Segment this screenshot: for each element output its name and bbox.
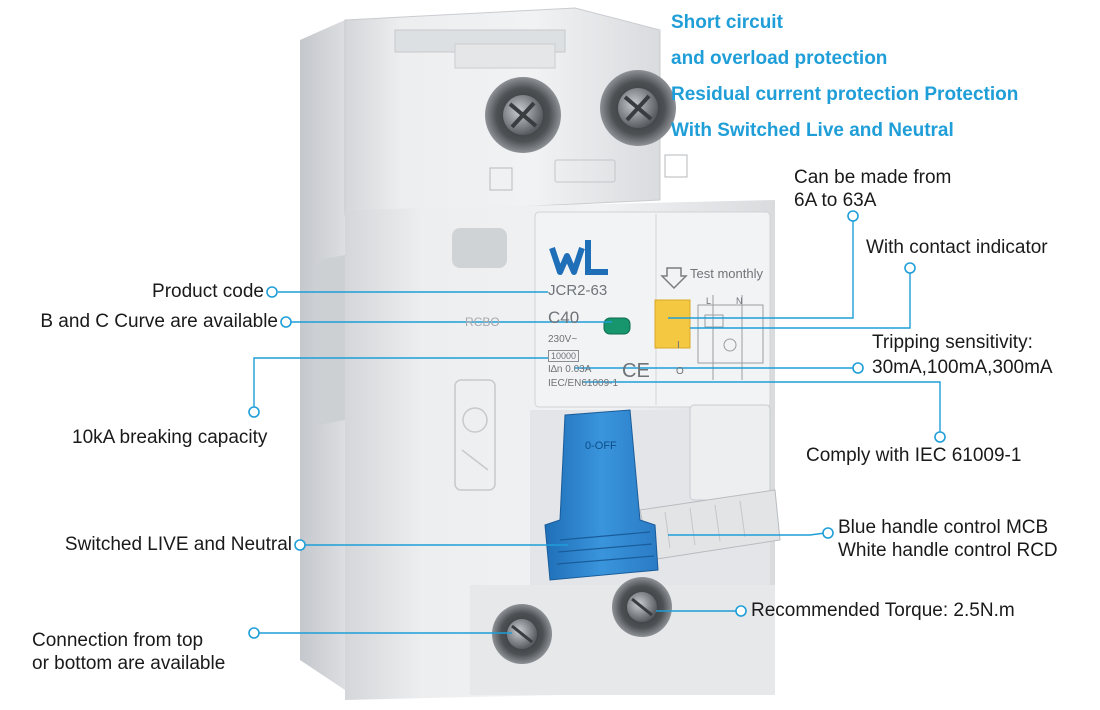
callout-handle-line-2: White handle control RCD: [838, 540, 1058, 561]
handle-off-label: 0-OFF: [585, 440, 617, 452]
callout-tripping-line-2: 30mA,100mA,300mA: [872, 357, 1053, 378]
device-rating-text: C40: [548, 308, 580, 327]
callout-lines: [250, 220, 941, 634]
switch-off-label: O: [676, 366, 684, 377]
callout-range-line-2: 6A to 63A: [794, 190, 877, 211]
callout-curves: B and C Curve are available: [40, 311, 278, 332]
callout-torque: Recommended Torque: 2.5N.m: [751, 600, 1015, 621]
schematic-l-label: L: [706, 296, 712, 306]
callout-iec: Comply with IEC 61009-1: [806, 445, 1022, 466]
callout-contact-indicator: With contact indicator: [866, 237, 1048, 258]
screw-terminal-icon: [492, 604, 552, 664]
wiring-schematic: [697, 295, 764, 380]
callout-connection-line-2: or bottom are available: [32, 653, 226, 674]
device-voltage-text: 230V~: [548, 334, 578, 345]
callout-breaking-capacity: 10kA breaking capacity: [72, 427, 268, 448]
device-model-text: JCR2-63: [548, 282, 608, 299]
headline-line-1: Short circuit: [671, 12, 783, 33]
headline-line-4: With Switched Live and Neutral: [671, 120, 954, 141]
headline-line-2: and overload protection: [671, 48, 888, 69]
front-label-panel: [534, 211, 771, 408]
test-arrow-icon: [660, 267, 688, 290]
device-standard-text: IEC/EN61009-1: [548, 378, 619, 389]
callout-handle-line-1: Blue handle control MCB: [838, 517, 1049, 538]
schematic-n-label: N: [736, 296, 743, 306]
device-sensitivity-text: I∆n 0.03A: [548, 364, 592, 375]
screw-terminal-icon: [612, 577, 672, 637]
embossed-operation-diagram: [454, 379, 496, 491]
callout-tripping-line-1: Tripping sensitivity:: [872, 332, 1033, 353]
callout-switched: Switched LIVE and Neutral: [64, 534, 292, 555]
status-led: [603, 317, 631, 335]
contact-indicator: [654, 299, 691, 349]
device-type-text: RCBO: [465, 315, 500, 329]
headline-line-3: Residual current protection Protection: [671, 84, 1019, 105]
callout-connection-line-1: Connection from top: [32, 630, 204, 651]
switch-on-label: I: [677, 340, 680, 351]
screw-terminal-icon: [600, 70, 676, 146]
ce-mark-icon: CE: [622, 360, 650, 382]
callout-dots: [248, 210, 946, 639]
callout-product-code: Product code: [152, 281, 264, 302]
screw-terminal-icon: [485, 77, 561, 153]
test-monthly-label: Test monthly: [690, 266, 763, 281]
blue-mcb-handle[interactable]: [544, 409, 659, 581]
brand-logo-icon: [549, 240, 608, 275]
callout-range-line-1: Can be made from: [794, 167, 952, 188]
device-capacity-box: 10000: [548, 350, 580, 362]
